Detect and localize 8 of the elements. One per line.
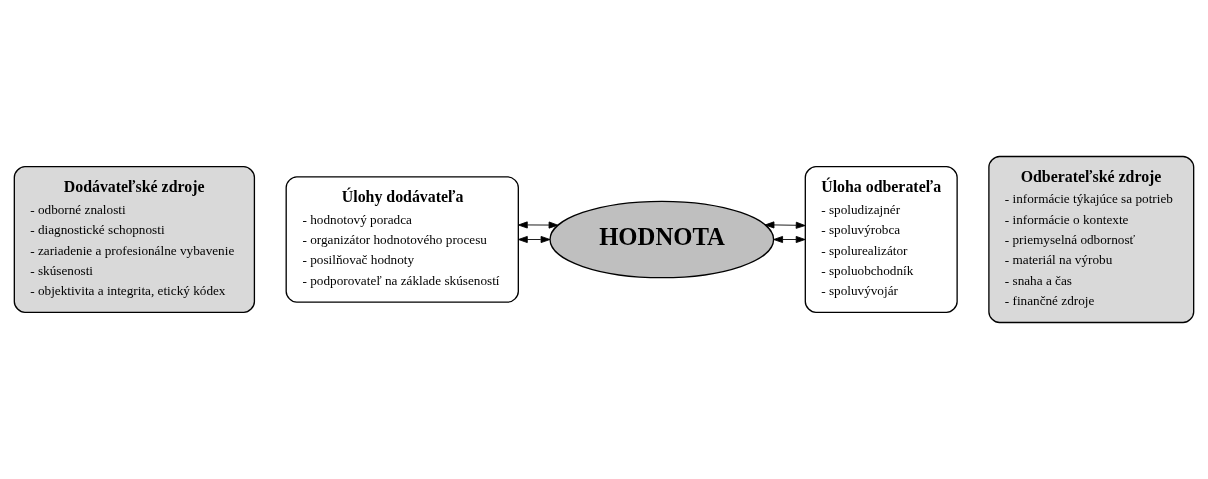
arrow: [518, 221, 559, 229]
node-box: Odberateľské zdroje - informácie týkajúce sa potrieb - informácie o kontexte - priemyselná odbornosť - materiál na výrobu - snaha a čas - finančné zdroje: [988, 155, 1195, 324]
node-box: Úlohy dodávateľa - hodnotový poradca - organizátor hodnotového procesu - posilňovač hodnoty - podporovateľ na základe skúseností: [285, 176, 519, 303]
node-box: Dodávateľské zdroje - odborné znalosti - diagnostické schopnosti - zariadenie a profesionálne vybavenie - skúsenosti - objektivita a integrita, etický kódex: [13, 166, 256, 313]
arrow: [518, 235, 551, 244]
arrow: [773, 235, 806, 244]
arrow: [764, 221, 806, 229]
node-box: Úloha odberateľa - spoludizajnér - spoluvýrobca - spolurealizátor - spoluobchodník - spoluvývojár: [804, 166, 958, 313]
